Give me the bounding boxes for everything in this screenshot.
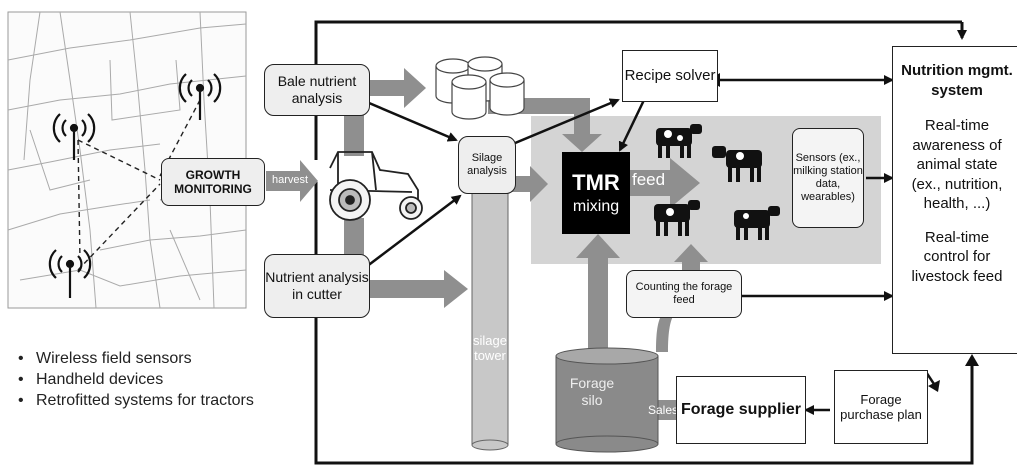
bale-nutrient-box: Bale nutrient analysis [264, 64, 370, 116]
list-item: Handheld devices [14, 369, 254, 390]
nutrition-system-box: Nutrition mgmt. system Real-time awarene… [892, 46, 1017, 354]
nutrition-awareness: Real-time awareness of animal state (ex.… [911, 117, 1003, 212]
forage-supplier-box: Forage supplier [676, 376, 806, 444]
growth-monitoring-box: GROWTH MONITORING [161, 158, 265, 206]
sales-label: Sales [648, 403, 679, 417]
feed-label: feed [632, 170, 666, 189]
nutrient-cutter-box: Nutrient analysis in cutter [264, 254, 370, 318]
sensors-box: Sensors (ex., milking station data, wear… [792, 128, 864, 228]
recipe-solver-label: Recipe solver [624, 67, 716, 85]
wireless-sensor-icon [52, 113, 96, 160]
cow-icon [712, 146, 762, 182]
harvest-label: harvest [272, 174, 309, 186]
cow-icon [734, 206, 780, 240]
tmr-title: TMR [572, 169, 620, 195]
cow-icons [654, 124, 780, 240]
forage-silo-label: Forage silo [569, 375, 615, 408]
cow-icon [654, 200, 700, 236]
bale-icon [435, 56, 525, 120]
silage-analysis-label: Silage analysis [467, 152, 507, 177]
silage-analysis-box: Silage analysis [458, 136, 516, 194]
sensors-label: Sensors (ex., milking station data, wear… [793, 152, 863, 203]
nutrition-title: Nutrition mgmt. system [901, 62, 1013, 99]
tmr-sub: mixing [572, 197, 620, 215]
growth-monitoring-label: GROWTH MONITORING [174, 167, 252, 196]
forage-supplier-label: Forage supplier [680, 400, 802, 418]
forage-silo [555, 347, 659, 453]
purchase-plan-box: Forage purchase plan [834, 370, 928, 444]
silage-tower-label: silage tower [473, 332, 507, 363]
bale-nutrient-label: Bale nutrient analysis [277, 73, 357, 106]
list-item: Wireless field sensors [14, 348, 254, 369]
tractor-icon [329, 151, 423, 221]
nutrition-control: Real-time control for livestock feed [911, 228, 1003, 285]
wireless-sensor-icon [178, 73, 222, 120]
list-item: Retrofitted systems for tractors [14, 390, 254, 411]
counting-box: Counting the forage feed [626, 270, 742, 318]
tmr-mixing-box: TMR mixing [562, 152, 630, 234]
cow-icon [656, 124, 702, 158]
nutrient-cutter-label: Nutrient analysis in cutter [265, 269, 369, 302]
counting-label: Counting the forage feed [635, 281, 733, 306]
recipe-solver-box: Recipe solver [622, 50, 718, 102]
wireless-sensor-icon [48, 249, 92, 298]
capability-list: Wireless field sensors Handheld devices … [14, 348, 254, 411]
silage-tower [471, 159, 509, 451]
purchase-plan-label: Forage purchase plan [840, 391, 922, 422]
